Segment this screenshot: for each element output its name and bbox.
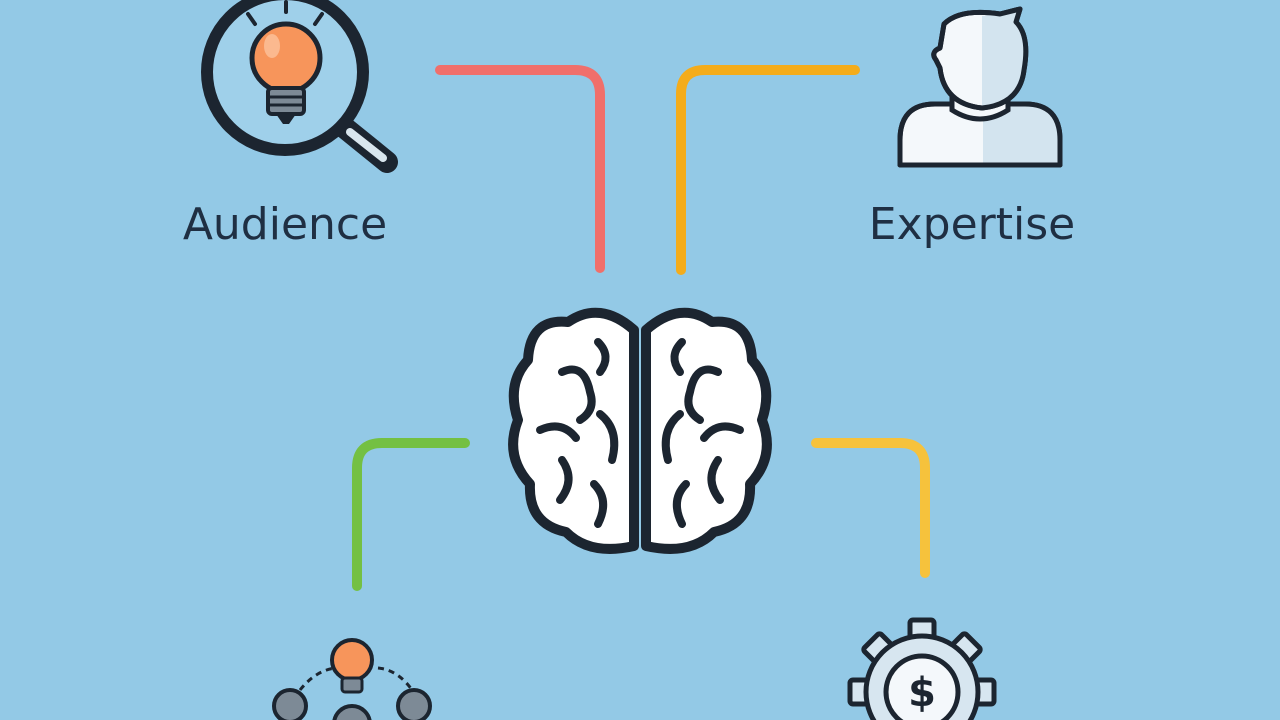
gear-dollar-icon: $ [847,617,997,720]
node-label-expertise: Expertise [869,199,1075,250]
connector-expertise [676,65,860,275]
brain-icon [508,307,772,554]
node-label-audience: Audience [183,199,387,250]
dollar-sign-glyph: $ [908,670,936,716]
person-icon [897,6,1063,168]
connector-network [352,438,470,591]
connector-audience [435,65,605,273]
lightbulb-magnifier-icon [201,0,398,173]
idea-network-icon [272,638,432,720]
connector-monetization [811,438,930,578]
